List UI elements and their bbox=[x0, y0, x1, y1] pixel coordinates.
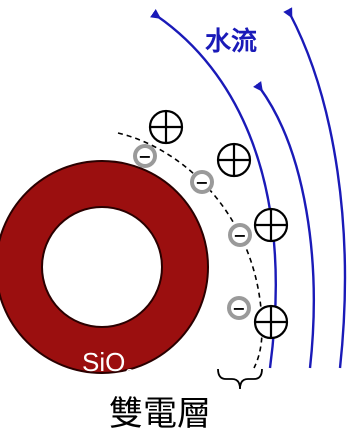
double-layer-bracket bbox=[217, 368, 263, 390]
negative-ion-symbol: − bbox=[233, 226, 246, 245]
negative-ion-symbol: − bbox=[232, 299, 245, 318]
positive-ion-2 bbox=[216, 142, 252, 178]
flow-arrow-3 bbox=[283, 7, 347, 369]
positive-ion-3 bbox=[253, 207, 289, 243]
positive-ions bbox=[148, 109, 289, 340]
sio2-label: SiO2 bbox=[82, 347, 134, 383]
double-layer-label: 雙電層 bbox=[109, 394, 211, 432]
positive-ion-1 bbox=[148, 109, 184, 145]
particle-ring-edge bbox=[0, 160, 209, 374]
negative-ion-symbol: − bbox=[138, 147, 151, 166]
positive-ion-4 bbox=[253, 304, 289, 340]
negative-ion-symbol: − bbox=[195, 173, 208, 192]
negative-ion-2: − bbox=[190, 170, 214, 194]
flow-arrow-1 bbox=[150, 9, 277, 369]
negative-ion-1: − bbox=[133, 144, 157, 168]
negative-ion-4: − bbox=[227, 296, 251, 320]
shear-plane-dashed-line bbox=[117, 132, 263, 369]
flow-arrow-2 bbox=[253, 81, 315, 369]
negative-ion-3: − bbox=[228, 223, 252, 247]
particle-ring bbox=[0, 161, 208, 373]
sio2-particle: SiO2 bbox=[0, 160, 209, 383]
water-flow-label: 水流 bbox=[205, 27, 257, 57]
water-flow-arrows bbox=[150, 7, 347, 369]
particle-core-edge bbox=[41, 206, 163, 328]
negative-ions: − − − − bbox=[133, 144, 252, 320]
